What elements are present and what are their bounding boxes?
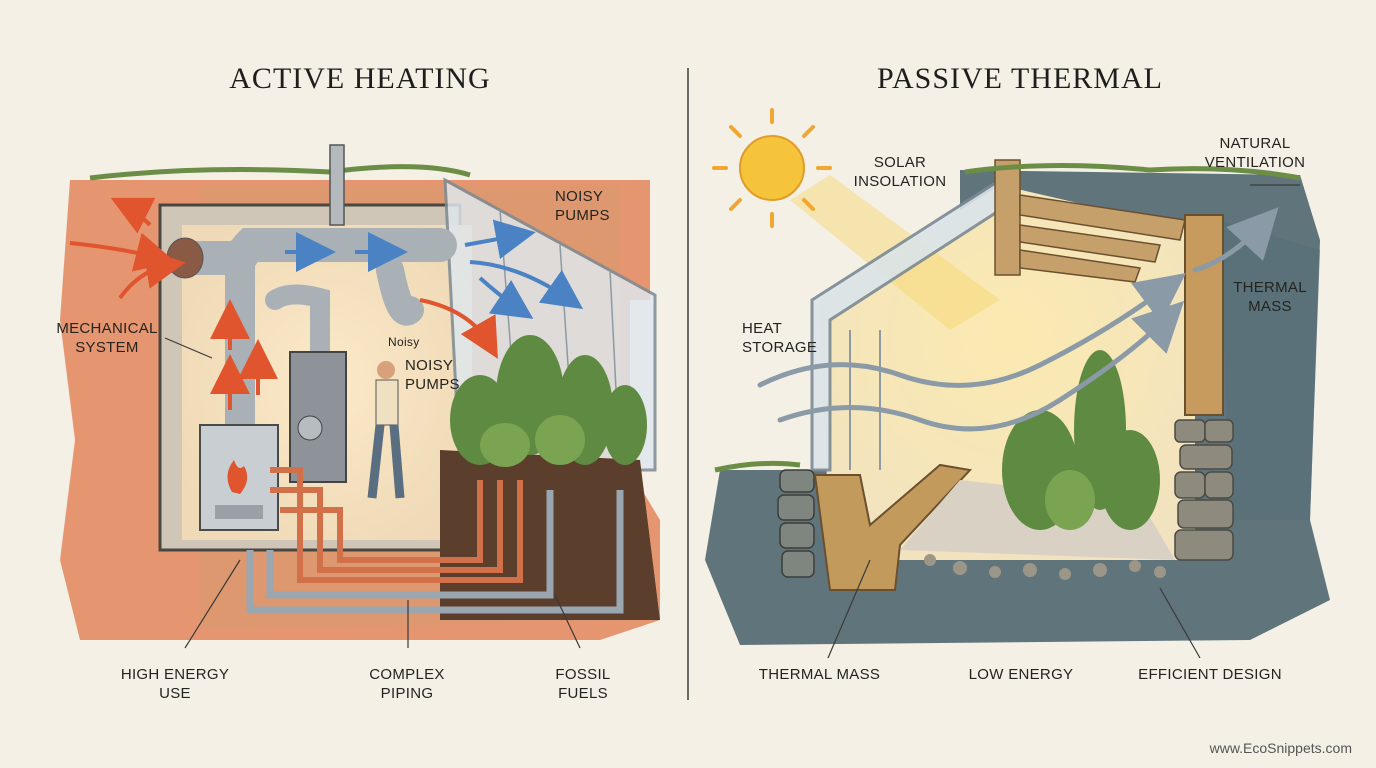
label-low-energy: LOW ENERGY — [968, 666, 1074, 683]
airflow-arrows — [757, 207, 1279, 432]
passive-thermal-title: PASSIVE THERMAL — [877, 62, 1163, 95]
copper-pipes — [270, 467, 523, 583]
stone-pier — [1174, 419, 1234, 561]
passive-thermal-illustration — [705, 108, 1330, 659]
active-heating-illustration — [60, 144, 660, 649]
roof-beams — [994, 159, 1186, 283]
active-heating-title: ACTIVE HEATING — [229, 62, 491, 95]
passive-leader-lines — [827, 184, 1300, 659]
label-thermal-mass-bottom: THERMAL MASS — [758, 666, 881, 683]
boiler-unit — [289, 351, 347, 483]
warm-air-arrows — [69, 197, 498, 410]
label-noisy-small: Noisy — [388, 335, 420, 349]
active-leader-lines — [164, 337, 581, 649]
gravel-stones — [924, 554, 1166, 580]
blue-air-arrows — [285, 219, 584, 319]
website-credit: www.EcoSnippets.com — [1209, 740, 1352, 756]
ducts — [168, 228, 457, 455]
flame-icon — [227, 460, 248, 494]
thermal-mass-column — [1184, 214, 1224, 416]
thermal-bench — [813, 463, 973, 591]
chimney — [329, 144, 345, 226]
sun-icon — [712, 108, 832, 228]
label-efficient-design: EFFICIENT DESIGN — [1138, 666, 1282, 683]
stone-foundation — [777, 469, 815, 578]
passive-plants — [1002, 350, 1160, 530]
greenhouse-plants — [450, 335, 647, 467]
steel-pipes — [246, 490, 624, 614]
worker-figure — [367, 361, 405, 499]
